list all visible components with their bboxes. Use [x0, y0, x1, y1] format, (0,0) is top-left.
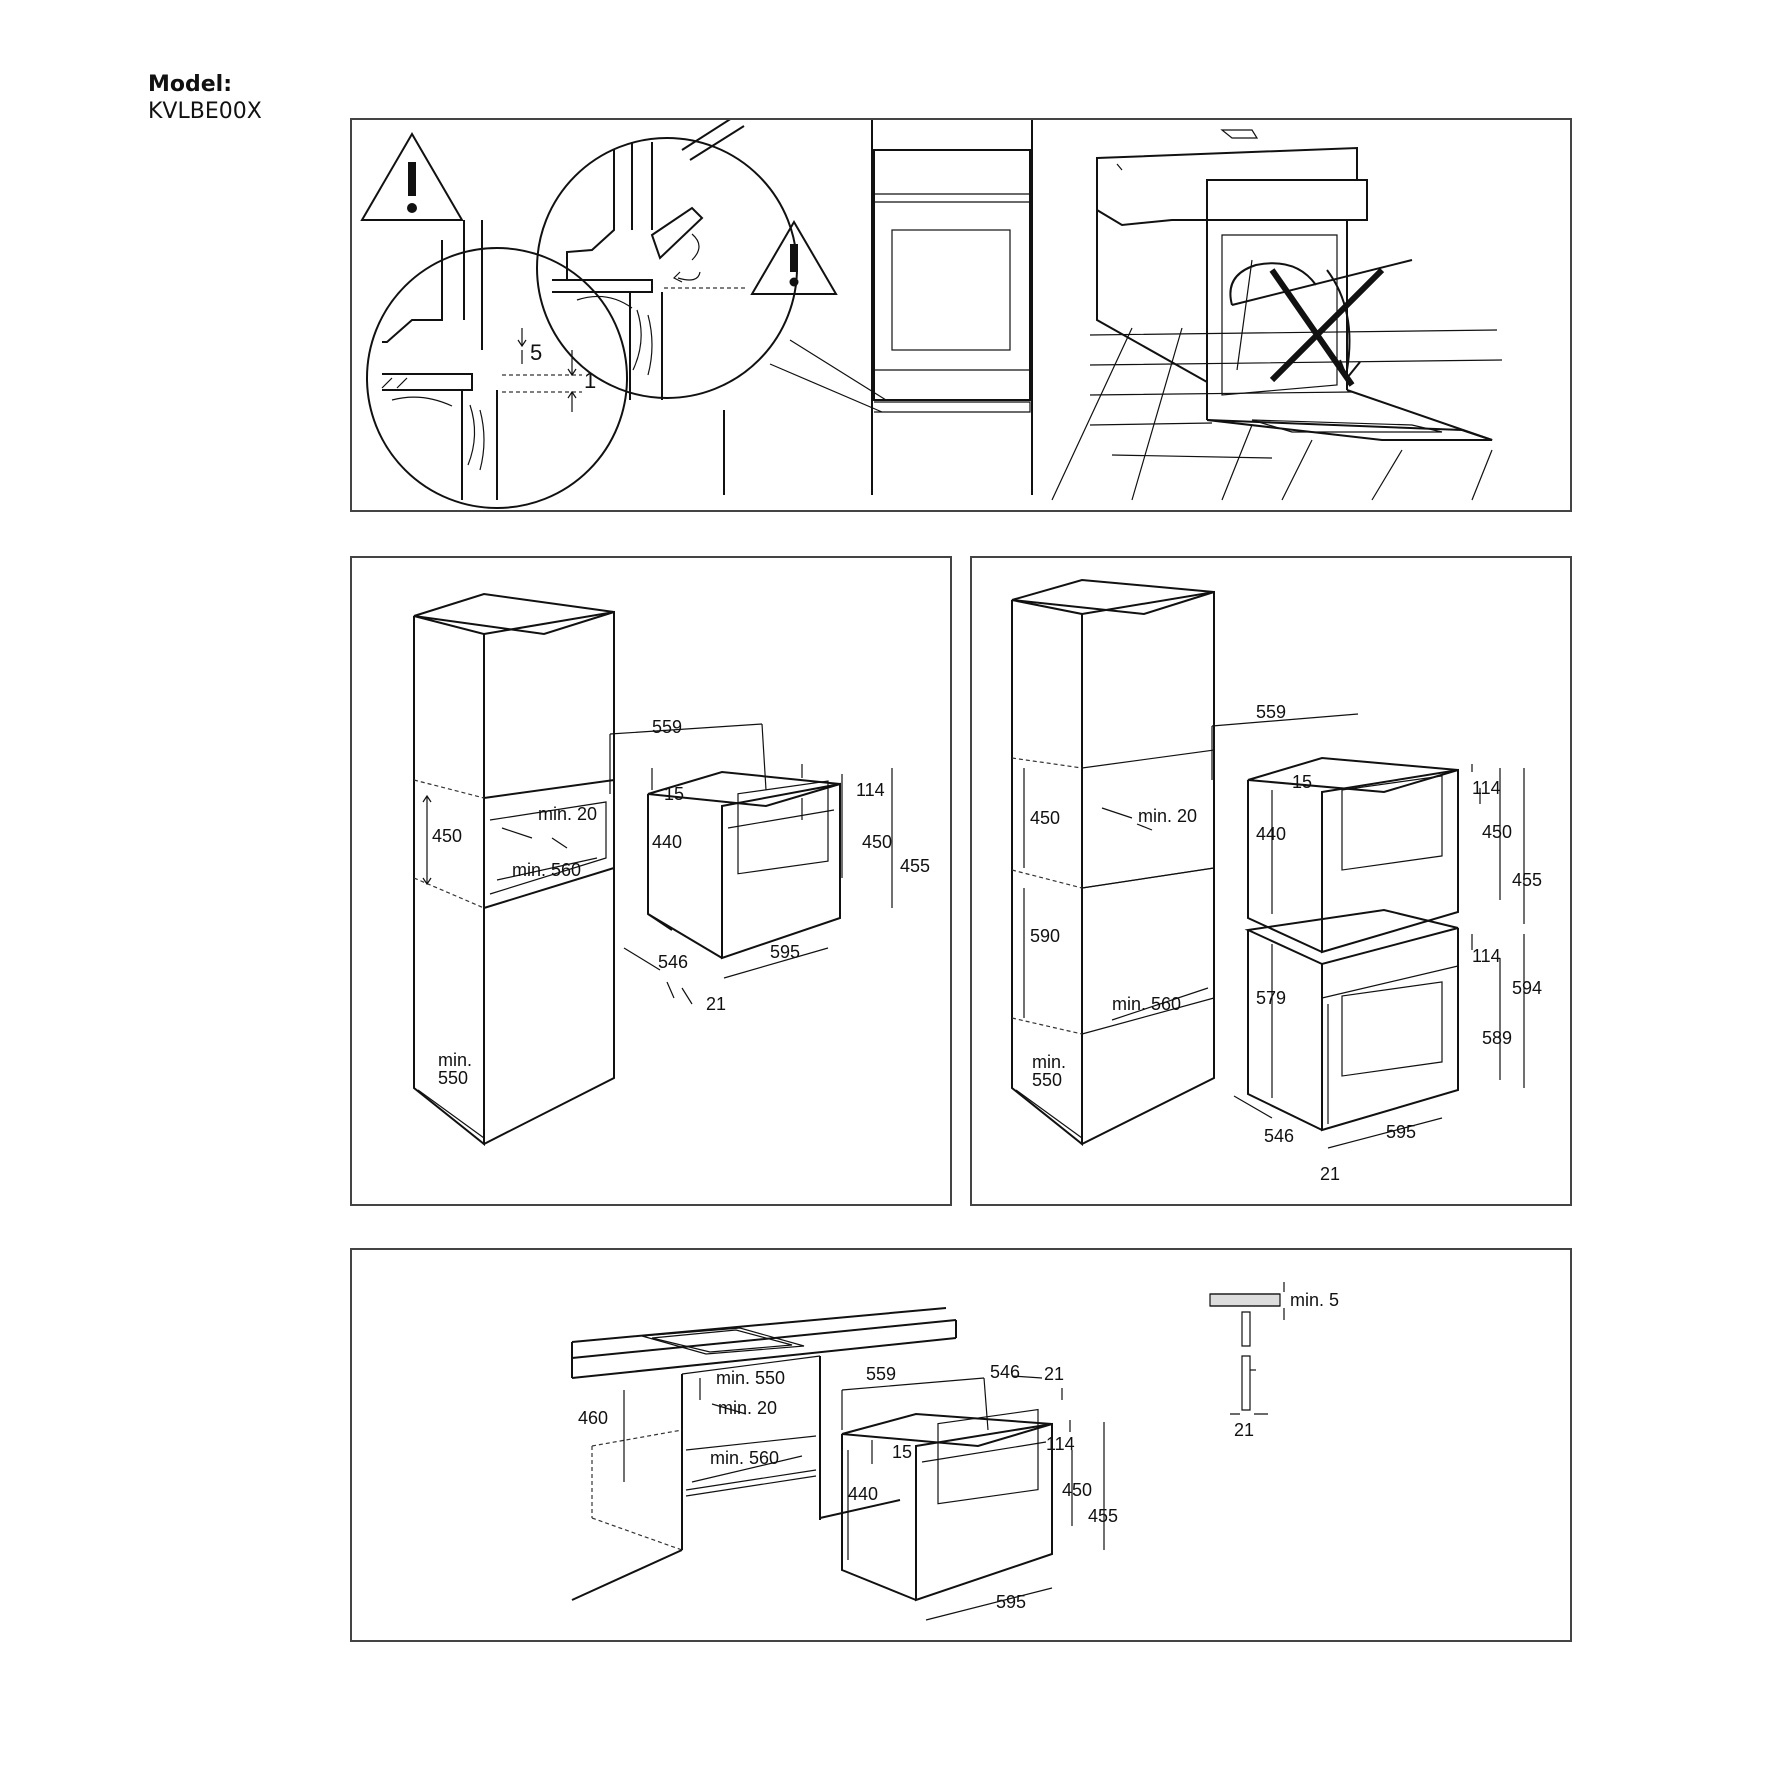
oven-unit-under-counter: [841, 1375, 1105, 1621]
front-thickness-label: 21: [706, 994, 726, 1014]
tall-unit-stacked-drawing: 450 590 min. 20 min. 560 min. 550 559 15…: [1011, 578, 1542, 1184]
front-top-label: 114: [1046, 1434, 1075, 1454]
front-height-label: 450: [862, 832, 892, 852]
countertop-cabinet: [571, 1307, 957, 1601]
stacked-oven-units: [1211, 713, 1525, 1149]
side-depth-label: 546: [658, 952, 688, 972]
front-top-lower-label: 114: [1472, 946, 1501, 966]
gap-top-label: 5: [530, 340, 542, 365]
min-depth-label-line2: 550: [1032, 1070, 1062, 1090]
warning-triangle-icon: [360, 132, 464, 221]
front-width-label: 595: [770, 942, 800, 962]
min-side-label: min. 20: [1138, 806, 1197, 826]
body-height-lower-label: 579: [1256, 988, 1286, 1008]
min-depth-label-line1: min.: [1032, 1052, 1066, 1072]
body-height-label: 440: [848, 1484, 878, 1504]
installation-warning-drawing: 5 1: [360, 120, 1503, 509]
oven-depth-label: 559: [652, 717, 682, 737]
front-height-upper-label: 450: [1482, 822, 1512, 842]
tall-cabinet: [413, 592, 615, 1147]
min-side-label: min. 20: [718, 1398, 777, 1418]
front-height-lower-label: 589: [1482, 1028, 1512, 1048]
niche-height-label: 460: [578, 1408, 608, 1428]
min-width-label: min. 560: [512, 860, 581, 880]
body-height-label: 440: [652, 832, 682, 852]
min-depth-label: min. 550: [716, 1368, 785, 1388]
body-height-label: 440: [1256, 824, 1286, 844]
oven-open-door-perspective: [1051, 129, 1503, 501]
top-gap-label: 15: [664, 784, 684, 804]
total-height-lower-label: 594: [1512, 978, 1542, 998]
tall-unit-single-drawing: 450 min. 20 min. 560 min. 550 559 15 114…: [413, 592, 930, 1147]
top-gap-label: 15: [892, 1442, 912, 1462]
min-depth-label-line1: min.: [438, 1050, 472, 1070]
niche-upper-label: 450: [1030, 808, 1060, 828]
min-width-label: min. 560: [1112, 994, 1181, 1014]
front-thickness-label: 21: [1320, 1164, 1340, 1184]
gap-detail: [1209, 1282, 1285, 1415]
total-height-label: 455: [1088, 1506, 1118, 1526]
niche-height-label: 450: [432, 826, 462, 846]
min-depth-label-line2: 550: [438, 1068, 468, 1088]
detail-circle-gap: [366, 220, 628, 509]
panel-tall-unit-stacked: 450 590 min. 20 min. 560 min. 550 559 15…: [970, 556, 1572, 1206]
oven-depth-label: 559: [866, 1364, 896, 1384]
oven-depth-label: 559: [1256, 702, 1286, 722]
min-side-label: min. 20: [538, 804, 597, 824]
front-top-label: 114: [856, 780, 885, 800]
model-value: KVLBE00X: [148, 99, 262, 124]
panel-under-counter: 460 min. 550 min. 20 min. 560 559 546 21…: [350, 1248, 1572, 1642]
min-width-label: min. 560: [710, 1448, 779, 1468]
oven-side-installed: [723, 120, 1033, 495]
top-gap-label: 15: [1292, 772, 1312, 792]
detail-thickness-label: 21: [1234, 1420, 1254, 1440]
under-counter-drawing: 460 min. 550 min. 20 min. 560 559 546 21…: [571, 1282, 1339, 1621]
detail-gap-label: min. 5: [1290, 1290, 1339, 1310]
panel-installation-warnings: 5 1: [350, 118, 1572, 512]
niche-lower-label: 590: [1030, 926, 1060, 946]
total-height-upper-label: 455: [1512, 870, 1542, 890]
model-info: Model: KVLBE00X: [148, 72, 262, 124]
front-width-label: 595: [996, 1592, 1026, 1612]
total-height-label: 455: [900, 856, 930, 876]
model-label: Model:: [148, 72, 233, 97]
front-height-label: 450: [1062, 1480, 1092, 1500]
front-thickness-label: 21: [1044, 1364, 1064, 1384]
panel-tall-unit-single: 450 min. 20 min. 560 min. 550 559 15 114…: [350, 556, 952, 1206]
front-top-upper-label: 114: [1472, 778, 1501, 798]
side-depth-label: 546: [990, 1362, 1020, 1382]
side-depth-label: 546: [1264, 1126, 1294, 1146]
oven-unit-dimensioned: [609, 723, 893, 1005]
detail-circle-mounting: [536, 120, 798, 400]
warning-triangle-icon: [750, 220, 838, 295]
tall-cabinet-two-niches: [1011, 578, 1215, 1147]
front-width-label: 595: [1386, 1122, 1416, 1142]
